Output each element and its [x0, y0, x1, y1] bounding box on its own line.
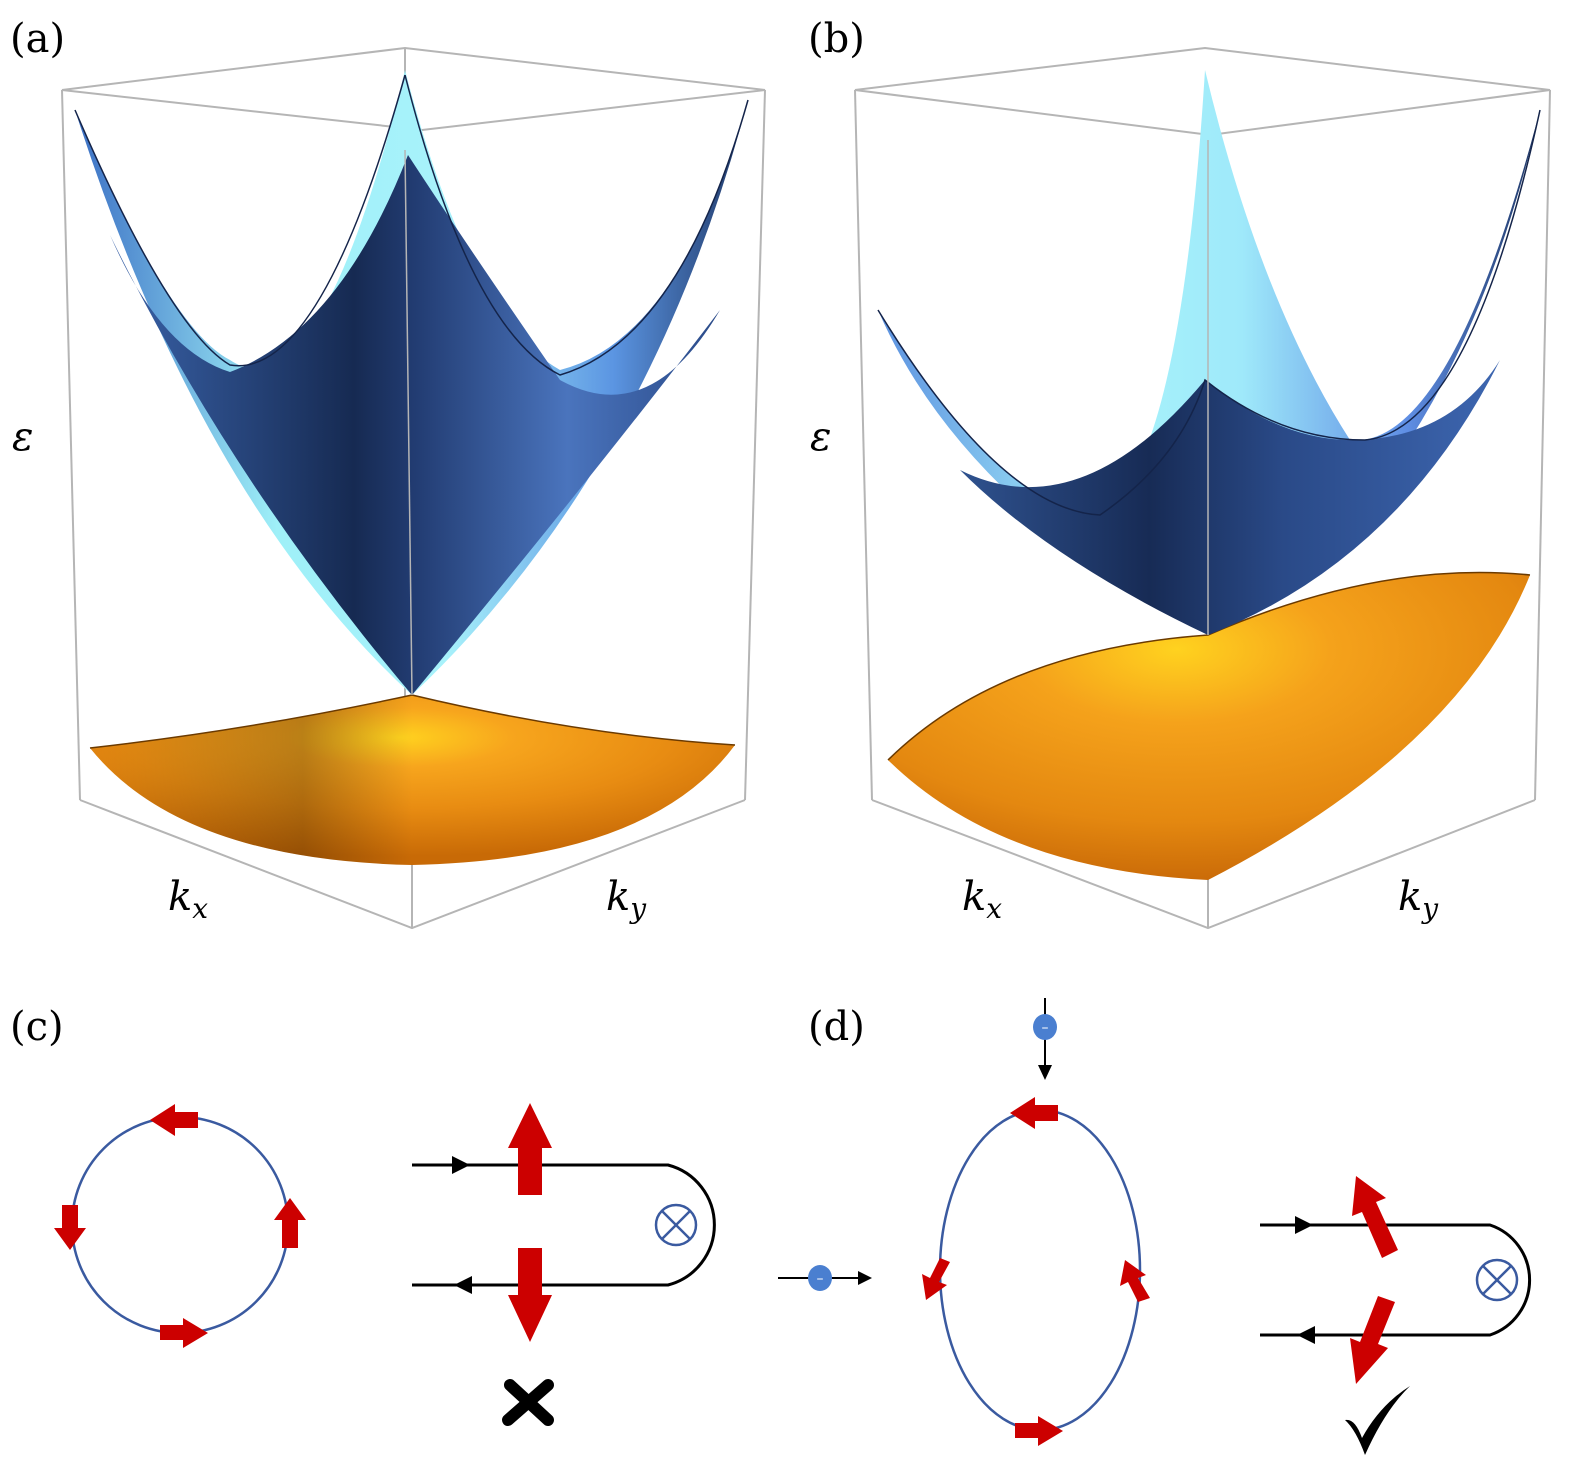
svg-text:kx: kx	[962, 874, 1002, 925]
spin-arrow-right	[274, 1198, 306, 1248]
spin-tilted-up-arrow	[1352, 1176, 1398, 1258]
panel-d-verdict: ✓	[0, 0, 13, 4]
spin-arrow-bottom	[160, 1318, 208, 1348]
panel-b-energy-label: ε	[810, 414, 831, 460]
spin-arrow-top	[150, 1104, 198, 1136]
panel-d-electron: –	[1033, 998, 1057, 1080]
svg-text:ky: ky	[606, 874, 647, 925]
spin-arrow-left	[922, 1258, 950, 1300]
electron-icon	[1033, 1014, 1057, 1040]
panel-b-label: (b)	[808, 16, 865, 62]
spin-arrow-right	[1120, 1260, 1150, 1302]
panel-a-label: (a)	[10, 16, 65, 62]
panel-b-ky-label: ky	[1398, 874, 1439, 925]
panel-d-label: (d)	[808, 1004, 865, 1050]
panel-c-field-icon	[654, 1203, 698, 1247]
svg-text:kx: kx	[168, 874, 208, 925]
electron-icon	[808, 1265, 832, 1291]
spin-down-arrow	[508, 1248, 552, 1342]
panel-c-trajectory	[412, 1156, 716, 1294]
spin-arrow-bottom	[1015, 1416, 1063, 1446]
panel-b-upper-band	[877, 70, 1541, 635]
panel-a: (a) ε kx ky	[10, 16, 766, 930]
panel-a-upper-band	[74, 70, 749, 696]
panel-a-energy-label: ε	[12, 414, 33, 460]
panel-c-label: (c)	[10, 1004, 64, 1050]
svg-text:–: –	[1042, 1020, 1049, 1036]
panel-d-trajectory	[1260, 1216, 1532, 1344]
svg-text:ky: ky	[1398, 874, 1439, 925]
spin-up-arrow	[508, 1103, 552, 1195]
panel-c-spin-arrows	[54, 1104, 306, 1348]
panel-a-ky-label: ky	[606, 874, 647, 925]
panel-c-verdict-cross-icon	[502, 1379, 554, 1426]
panel-d: (d) –	[0, 0, 1532, 1455]
spin-arrow-top	[1010, 1097, 1058, 1129]
panel-c: (c) ✗	[0, 0, 872, 1426]
panel-d-spin-arrows	[922, 1097, 1150, 1446]
spin-tilted-down-arrow	[1350, 1296, 1395, 1384]
panel-d-verdict-check-icon	[1345, 1386, 1410, 1455]
panel-c-electron: –	[778, 1265, 872, 1291]
panel-d-fermi-contour	[938, 1108, 1142, 1432]
panel-a-kx-label: kx	[168, 874, 208, 925]
panel-b-kx-label: kx	[962, 874, 1002, 925]
spin-arrow-left	[54, 1205, 86, 1250]
panel-c-fermi-contour	[70, 1115, 290, 1335]
svg-text:–: –	[817, 1271, 824, 1287]
panel-c-vertical-spins	[508, 1103, 552, 1342]
panel-c-verdict: ✗	[0, 0, 13, 4]
panel-d-tilted-spins	[1350, 1176, 1398, 1384]
panel-a-lower-band	[89, 694, 736, 865]
panel-d-field-icon	[1475, 1258, 1519, 1302]
panel-b: (b) ε kx ky	[808, 16, 1551, 930]
